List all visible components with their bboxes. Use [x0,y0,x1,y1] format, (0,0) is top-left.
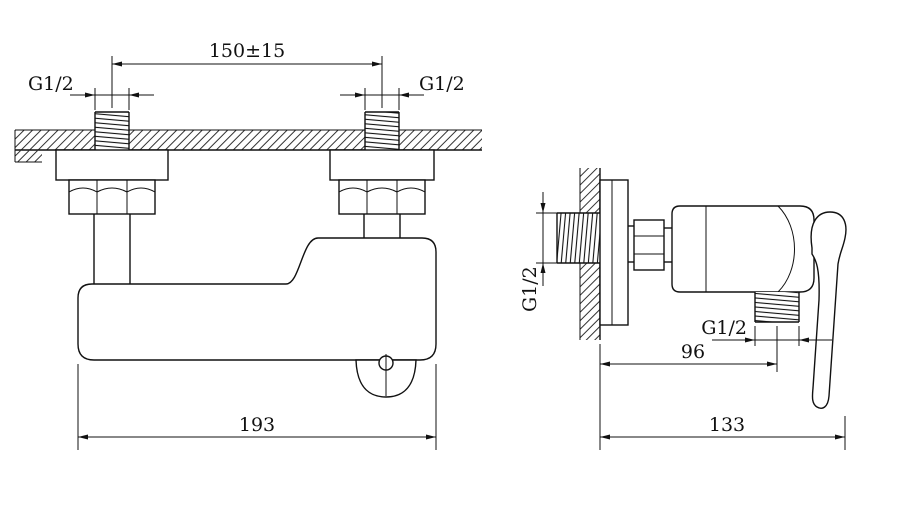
mixer-body-side [664,205,815,293]
inlet-pipe-side [556,212,600,264]
dimension-thread-right: G1/2 [340,73,465,110]
mixer-body-front [77,237,437,361]
hex-nut-side [628,219,665,271]
diverter-knob [355,354,417,398]
riser-pipes [93,214,401,284]
escutcheon-right [329,149,435,181]
dimension-overall-depth: 133 [600,414,846,450]
outlet-pipe [754,292,800,323]
dimension-inlet-thread: G1/2 [519,192,557,312]
thread-g12-right-label: G1/2 [419,73,465,95]
thread-g12-outlet-label: G1/2 [701,317,747,339]
dimension-center-distance: 150±15 [111,40,383,108]
escutcheon-side [599,179,629,326]
inlet-pipe-right [364,111,400,150]
thread-g12-inlet-side-label: G1/2 [519,266,541,312]
side-view: G1/2 G1/2 96 133 [519,168,847,450]
dim-150-label: 150±15 [209,40,285,62]
dim-193-label: 193 [239,414,275,436]
thread-g12-left-label: G1/2 [28,73,74,95]
dimension-outlet-thread: G1/2 [701,317,832,346]
dim-96-label: 96 [681,341,705,363]
hex-nut-right [338,179,426,215]
front-view: 150±15 G1/2 G1/2 193 [14,40,482,450]
escutcheon-left [55,149,169,181]
lever-handle [810,211,847,409]
dimension-wall-to-outlet: 96 [599,326,778,450]
hex-nut-left [68,179,156,215]
dim-133-label: 133 [709,414,745,436]
dimension-overall-width: 193 [77,364,437,450]
dimension-thread-left: G1/2 [28,73,154,110]
inlet-pipe-left [94,111,130,150]
